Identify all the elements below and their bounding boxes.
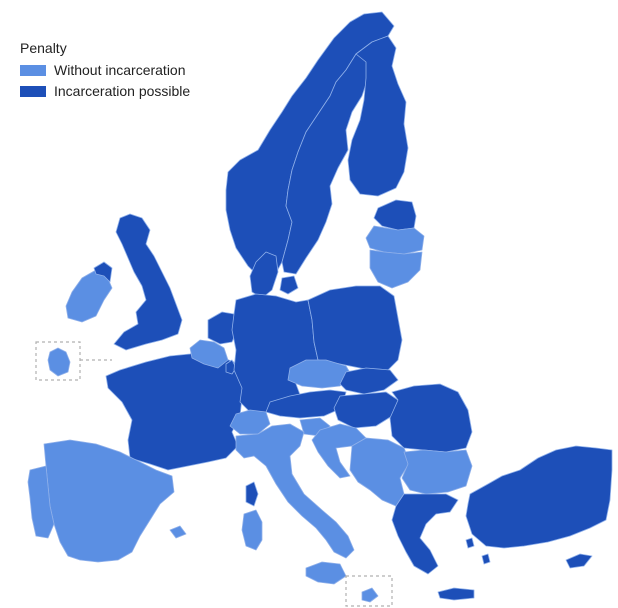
country-cyprus[interactable] — [565, 553, 593, 569]
country-france[interactable] — [105, 347, 247, 471]
country-luxembourg[interactable] — [225, 359, 237, 375]
country-italy-sicily[interactable] — [305, 561, 347, 585]
country-switzerland[interactable] — [229, 409, 271, 435]
country-bulgaria[interactable] — [401, 449, 473, 495]
legend-label-without: Without incarceration — [54, 62, 186, 78]
country-estonia[interactable] — [373, 199, 417, 231]
country-poland[interactable] — [307, 285, 403, 371]
country-spain-balearic[interactable] — [169, 525, 187, 539]
country-lithuania[interactable] — [369, 249, 423, 289]
country-finland[interactable] — [347, 35, 409, 197]
iceland-inset-frame — [35, 341, 81, 381]
map-legend: Penalty Without incarceration Incarcerat… — [20, 38, 190, 102]
country-greece-islands[interactable] — [465, 537, 491, 565]
malta-inset-frame — [345, 575, 393, 607]
country-croatia[interactable] — [311, 423, 367, 479]
country-portugal[interactable] — [27, 465, 55, 539]
country-belgium[interactable] — [189, 339, 229, 369]
country-iceland[interactable] — [47, 347, 71, 377]
country-france-corsica[interactable] — [245, 481, 259, 507]
country-romania[interactable] — [389, 383, 473, 453]
country-united-kingdom-ni[interactable] — [93, 261, 113, 283]
country-greece[interactable] — [391, 493, 459, 575]
country-ireland[interactable] — [65, 269, 113, 323]
country-united-kingdom[interactable] — [113, 213, 183, 351]
legend-swatch-without — [20, 65, 46, 76]
legend-item-without-incarceration: Without incarceration — [20, 60, 190, 81]
legend-item-incarceration-possible: Incarceration possible — [20, 81, 190, 102]
legend-label-possible: Incarceration possible — [54, 83, 191, 99]
country-malta[interactable] — [361, 587, 379, 603]
legend-title: Penalty — [20, 40, 67, 56]
region-western-balkans — [349, 437, 411, 507]
country-hungary[interactable] — [333, 391, 399, 429]
country-latvia[interactable] — [365, 225, 425, 255]
country-greece-crete[interactable] — [437, 587, 475, 601]
country-denmark[interactable] — [249, 251, 299, 299]
country-turkey[interactable] — [465, 445, 613, 549]
country-sweden[interactable] — [281, 51, 371, 275]
country-italy-sardinia[interactable] — [241, 509, 263, 551]
country-italy[interactable] — [235, 423, 355, 559]
legend-swatch-possible — [20, 86, 46, 97]
country-slovakia[interactable] — [339, 367, 399, 395]
